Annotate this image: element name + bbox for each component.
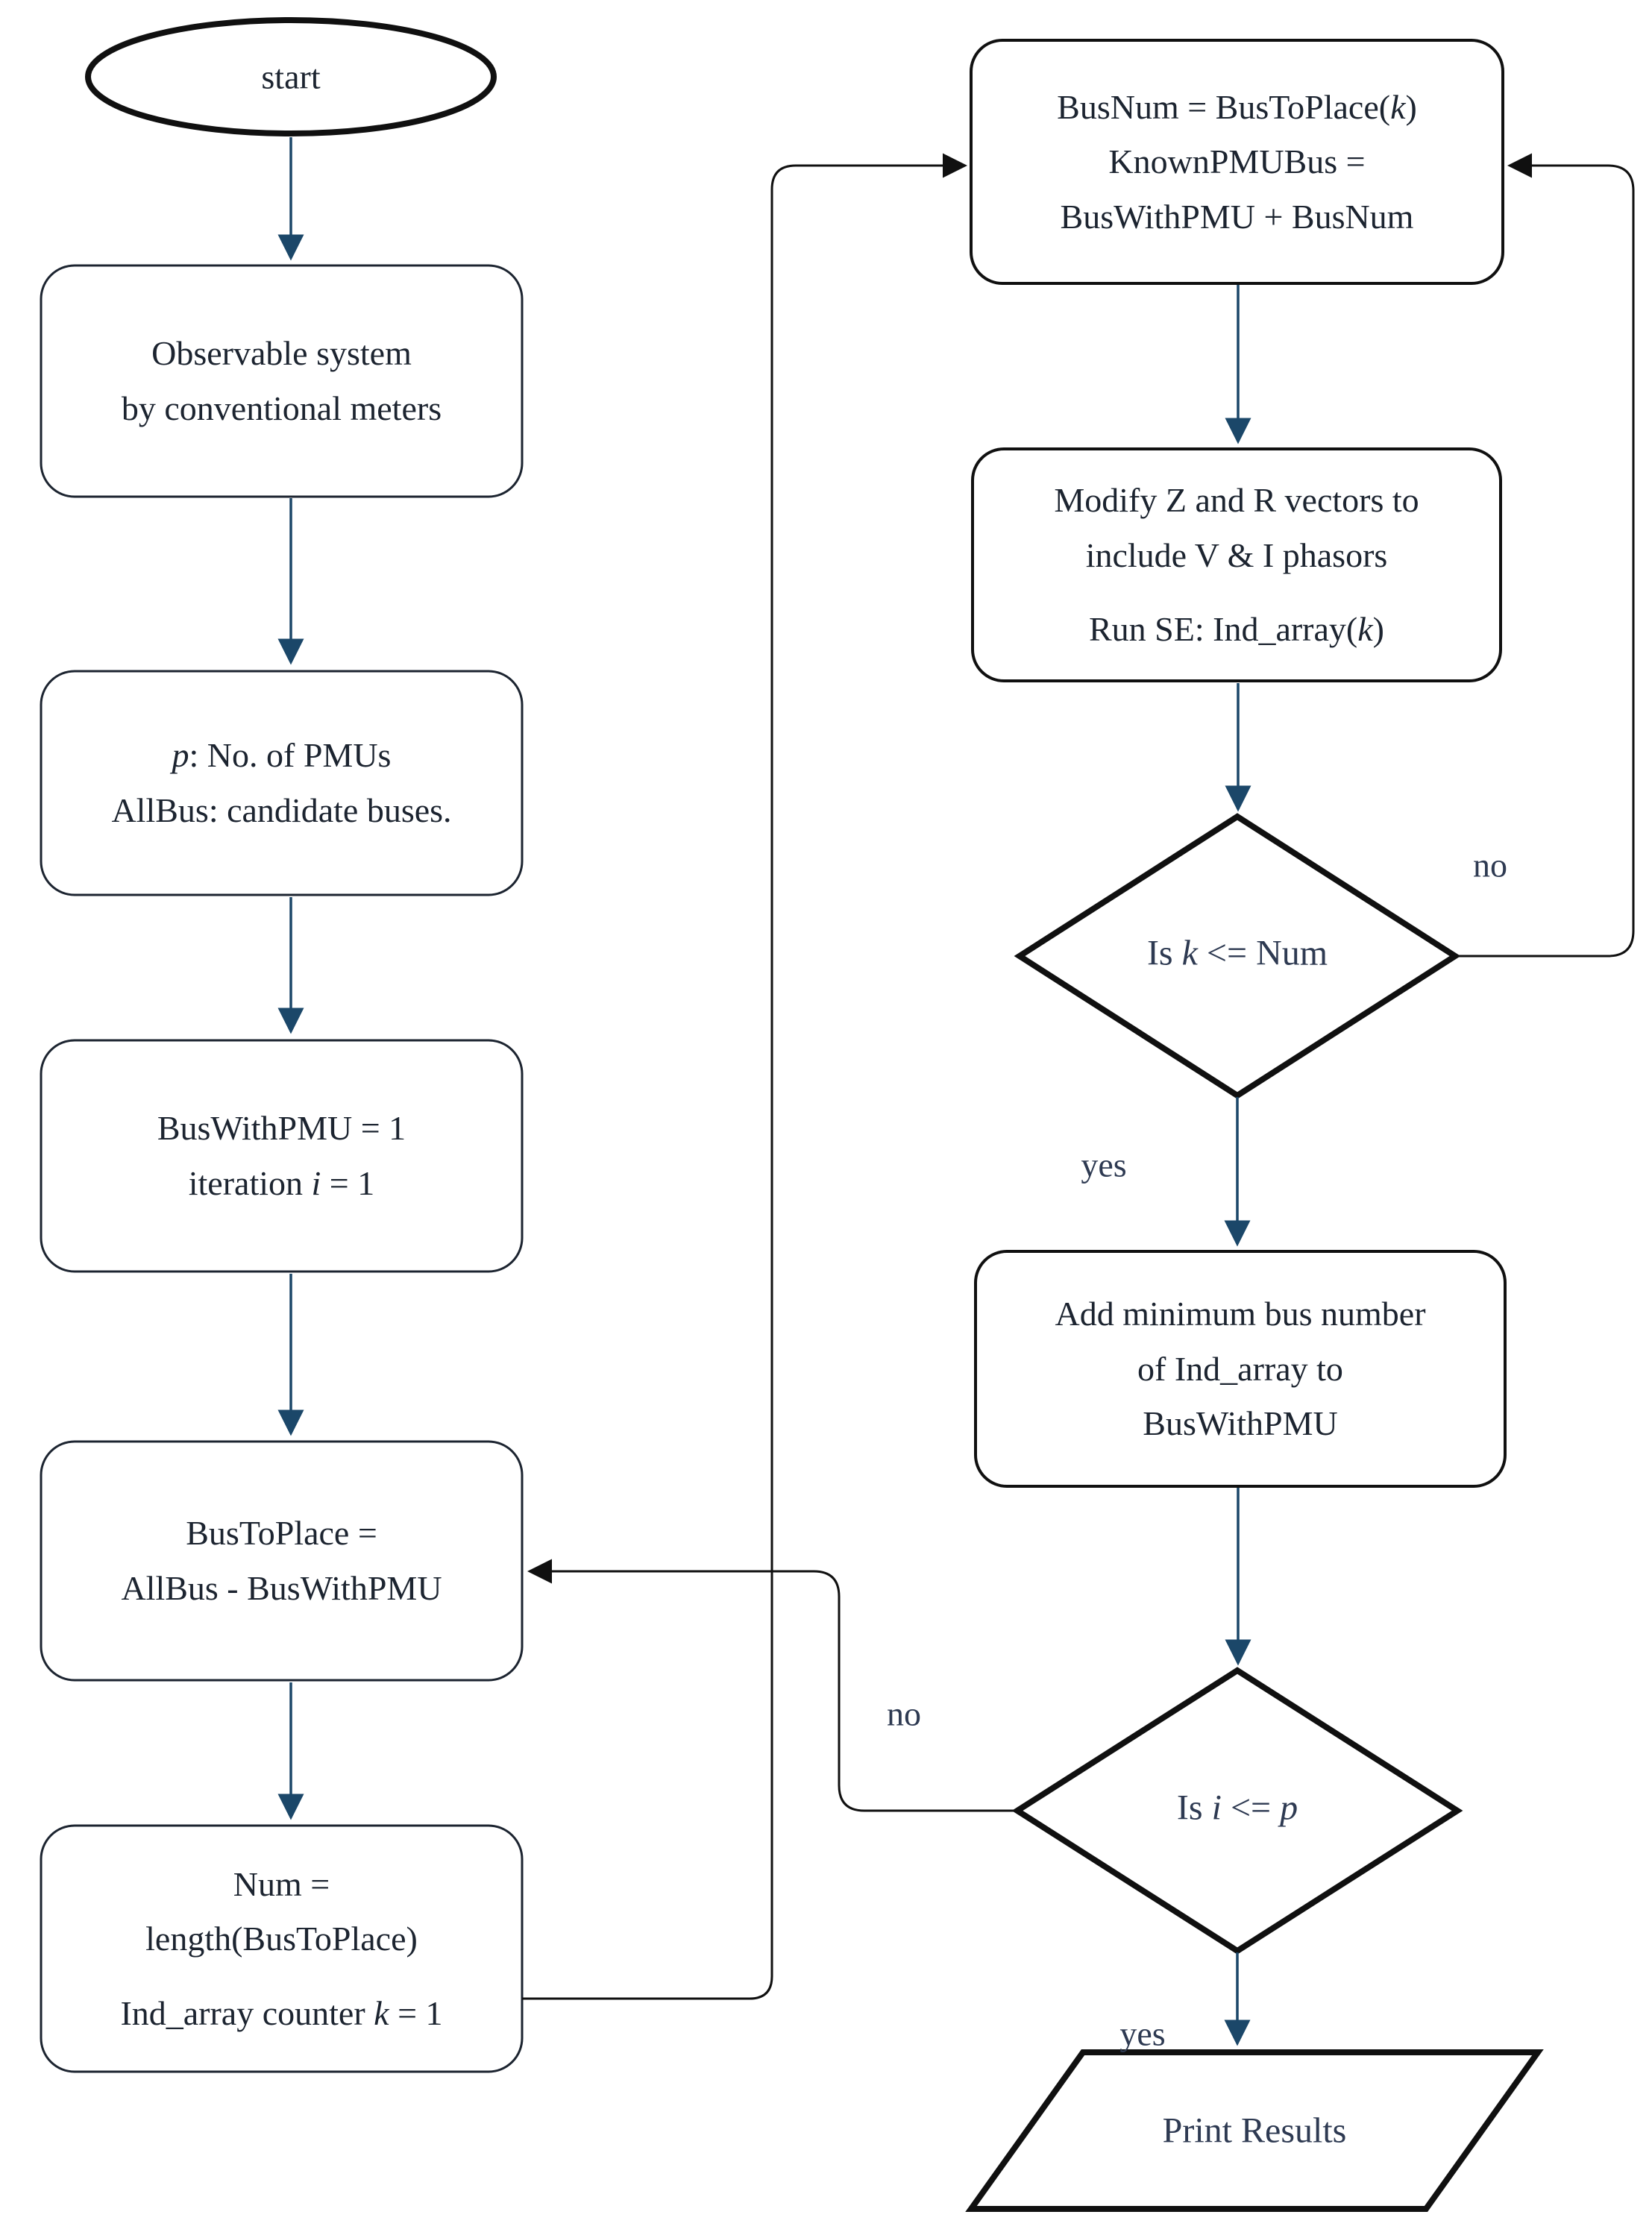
process-add-shape — [974, 1250, 1507, 1488]
text-line: Run SE: Ind_array(k) — [1088, 610, 1384, 649]
start-label: start — [261, 57, 321, 96]
text-line: by conventional meters — [121, 389, 442, 427]
text-line: KnownPMUBus = — [1108, 142, 1366, 181]
text-line: AllBus: candidate buses. — [111, 791, 452, 829]
decision-k-label: Is k <= Num — [1146, 933, 1328, 973]
process-bustoplace-shape — [40, 1440, 524, 1682]
edge-label-yes-decision-k: yes — [1081, 1145, 1127, 1184]
process-busnum-label: BusNum = BusToPlace(k) KnownPMUBus = Bus… — [971, 40, 1503, 283]
edge-label-no-decision-i: no — [887, 1694, 921, 1733]
process-num-shape — [40, 1824, 524, 2073]
text-line: length(BusToPlace) — [145, 1920, 418, 1958]
io-print-shape — [965, 2049, 1544, 2212]
text-line: Add minimum bus number — [1055, 1295, 1426, 1333]
text-line: Observable system — [151, 334, 412, 373]
text-line: BusWithPMU — [1143, 1404, 1338, 1443]
process-init-label: BusWithPMU = 1 iteration i = 1 — [41, 1040, 522, 1272]
edge-decision-k-no-loop — [1455, 153, 1635, 958]
process-modify-shape — [971, 447, 1502, 682]
process-modify-label: Modify Z and R vectors to include V & I … — [973, 449, 1501, 681]
process-num-label: Num = length(BusToPlace) Ind_array count… — [41, 1826, 522, 2072]
process-busnum-shape — [970, 39, 1504, 285]
text-line: BusToPlace = — [186, 1514, 377, 1553]
process-observable-shape — [40, 264, 524, 498]
text-line: BusWithPMU = 1 — [157, 1109, 406, 1148]
text-line: BusNum = BusToPlace(k) — [1057, 87, 1417, 126]
text-line: Num = — [233, 1864, 330, 1903]
text-line: Ind_array counter k = 1 — [120, 1993, 443, 2032]
process-observable-label: Observable system by conventional meters — [41, 265, 522, 497]
process-inputs-label: p: No. of PMUs AllBus: candidate buses. — [41, 671, 522, 895]
text-line: iteration i = 1 — [188, 1164, 375, 1202]
io-print-label: Print Results — [1162, 2110, 1347, 2151]
text-line: BusWithPMU + BusNum — [1060, 197, 1414, 236]
edge-label-no-decision-k: no — [1473, 846, 1507, 884]
decision-i-shape — [1011, 1667, 1463, 1955]
text-line: AllBus - BusWithPMU — [121, 1569, 442, 1607]
start-terminator-shape — [85, 17, 497, 136]
text-line: include V & I phasors — [1085, 535, 1388, 574]
text-line: Modify Z and R vectors to — [1054, 481, 1419, 520]
text-line: of Ind_array to — [1137, 1349, 1343, 1388]
decision-i-label: Is i <= p — [1176, 1788, 1298, 1828]
decision-k-shape — [1014, 813, 1461, 1099]
edge-num-busnum-loop — [522, 153, 967, 2000]
edge-label-yes-decision-i: yes — [1119, 2014, 1166, 2053]
process-inputs-shape — [40, 670, 524, 896]
process-add-label: Add minimum bus number of Ind_array to B… — [976, 1251, 1505, 1486]
edge-decision-i-no-loop — [527, 1559, 1017, 1812]
process-init-shape — [40, 1039, 524, 1273]
text-line: p: No. of PMUs — [172, 736, 392, 775]
process-bustoplace-label: BusToPlace = AllBus - BusWithPMU — [41, 1442, 522, 1680]
